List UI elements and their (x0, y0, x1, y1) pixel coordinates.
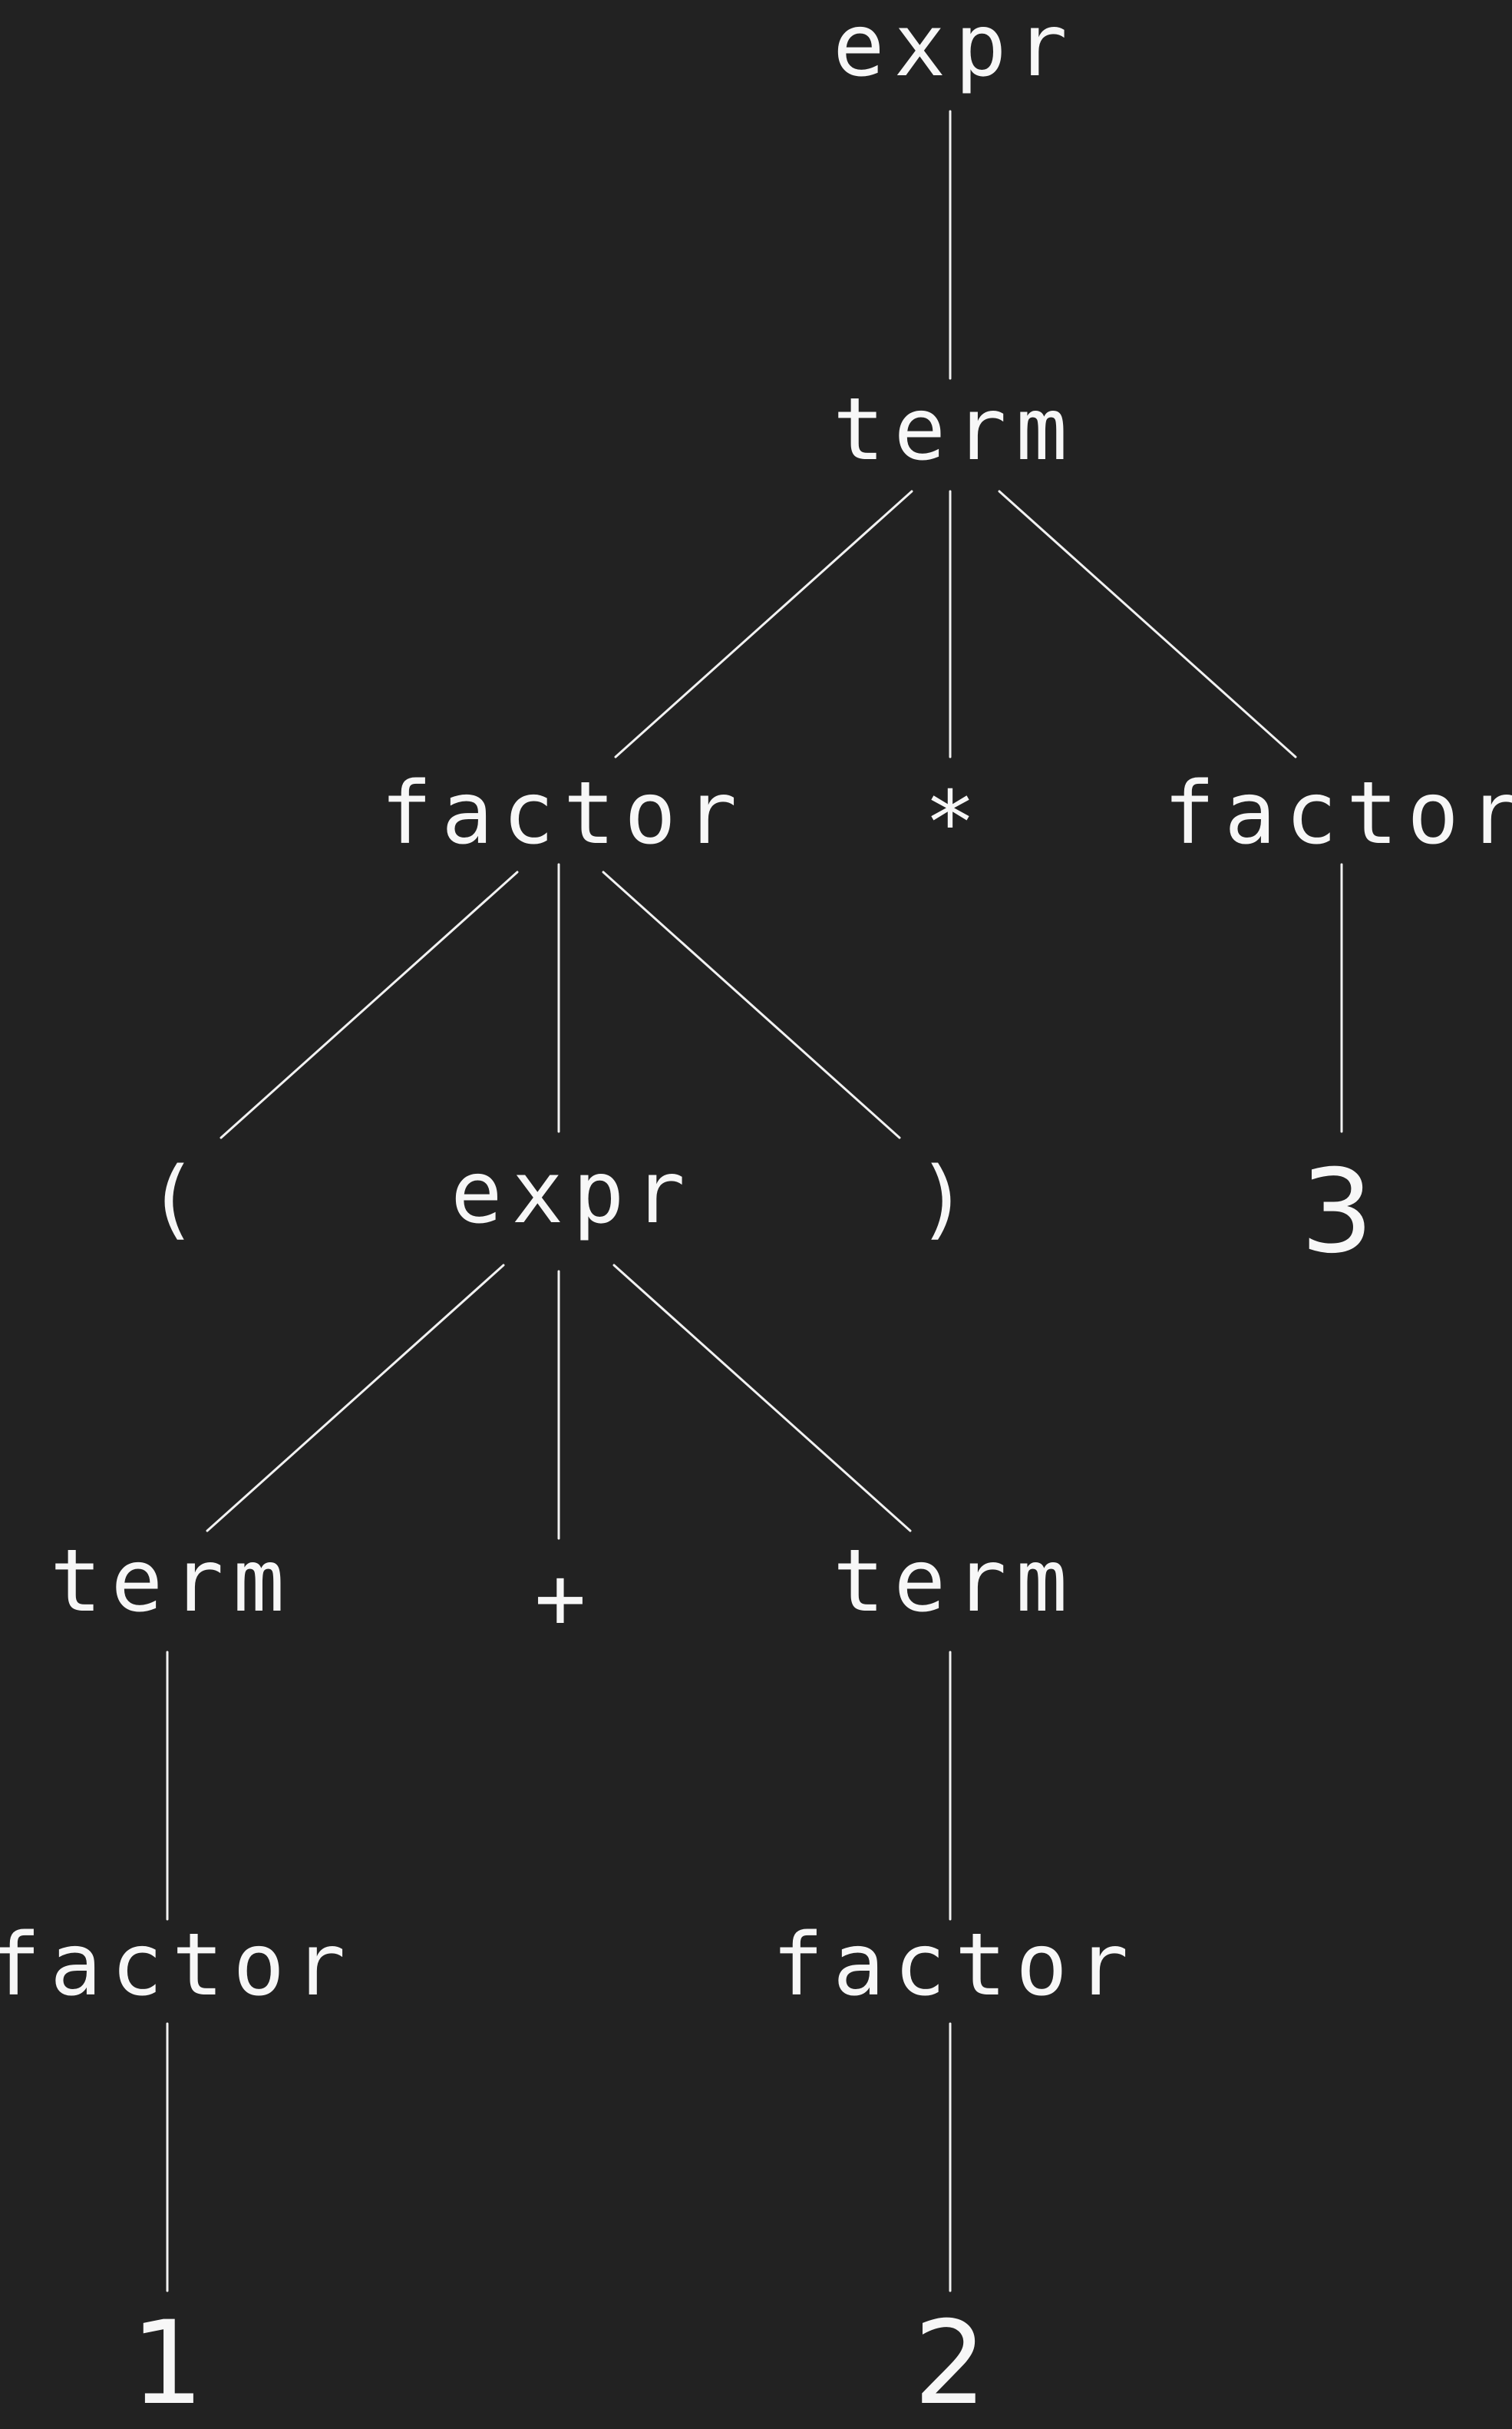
node-factor-under-right-term: factor (772, 1915, 1138, 2015)
node-number-3: 3 (1300, 1145, 1373, 1279)
edge-factor-rparen (602, 871, 901, 1139)
edge-term-factor-left (614, 490, 913, 758)
edge-factor-lparen (220, 871, 519, 1139)
edge-term-factor-right (998, 490, 1297, 758)
node-term: term (833, 380, 1077, 480)
node-number-1: 1 (130, 2297, 203, 2429)
node-expr-inner: expr (451, 1143, 695, 1243)
node-factor-under-left-term: factor (0, 1915, 355, 2015)
node-expr-root: expr (833, 0, 1077, 96)
edge-expr-term-right (612, 1264, 912, 1532)
node-factor-left: factor (381, 764, 747, 864)
tree-edges (166, 110, 1343, 2292)
node-rparen: ) (916, 1149, 968, 1249)
node-term-left: term (50, 1532, 294, 1631)
node-term-right: term (833, 1532, 1077, 1631)
node-multiply: * (924, 773, 976, 873)
edge-expr-term-left (206, 1264, 505, 1532)
node-lparen: ( (147, 1149, 198, 1249)
node-plus: + (534, 1548, 586, 1648)
node-factor-right: factor (1164, 764, 1512, 864)
node-number-2: 2 (913, 2297, 986, 2429)
